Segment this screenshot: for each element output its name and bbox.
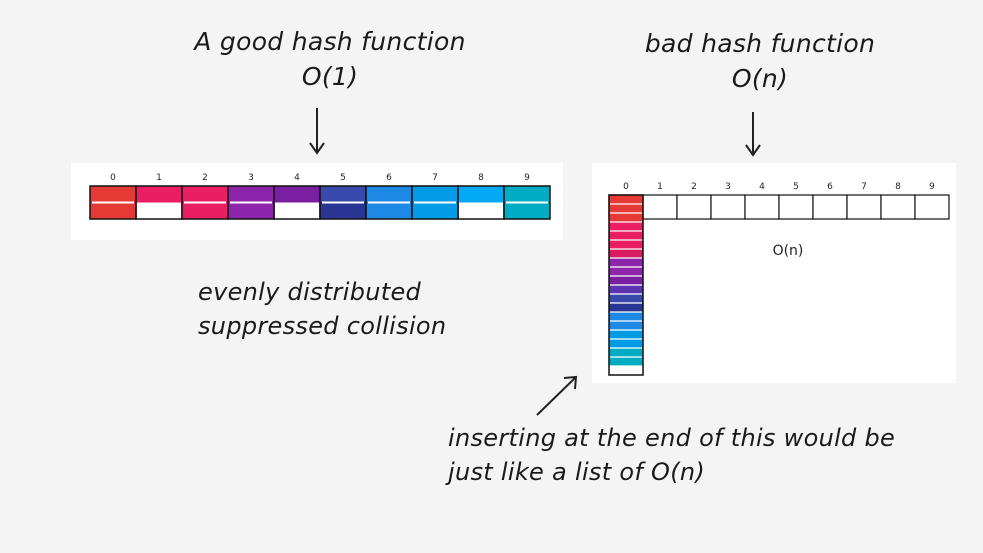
bucket-entry — [366, 186, 412, 203]
good-hash-complexity: O(1) — [301, 62, 359, 91]
bad-bucket — [642, 194, 678, 220]
good-down-arrow — [309, 108, 325, 155]
bucket-entry — [274, 186, 320, 203]
bad-bucket — [812, 194, 848, 220]
bucket-entry — [228, 186, 274, 203]
good-bucket — [319, 185, 367, 220]
bucket-entry — [458, 186, 504, 203]
stacked-entry — [609, 366, 643, 375]
bad-index-label: 1 — [657, 182, 663, 192]
good-index-label: 5 — [340, 173, 346, 183]
stacked-entry — [609, 276, 643, 285]
stacked-entry — [609, 303, 643, 312]
good-index-label: 3 — [248, 173, 254, 183]
bucket-entry — [320, 186, 366, 203]
good-index-label: 9 — [524, 173, 530, 183]
stacked-entry — [609, 222, 643, 231]
bad-caption-line1: inserting at the end of this would be — [448, 424, 896, 452]
bad-hash-title: bad hash function O(n) — [560, 26, 960, 96]
stacked-entry — [609, 240, 643, 249]
good-index-label: 2 — [202, 173, 208, 183]
bucket-entry — [504, 186, 550, 203]
bad-bucket — [914, 194, 950, 220]
bucket-entry — [90, 186, 136, 203]
bucket-entry — [504, 202, 550, 219]
stacked-entry — [609, 249, 643, 258]
good-bucket — [273, 185, 321, 220]
stacked-entry — [609, 258, 643, 267]
stacked-entry — [609, 330, 643, 339]
bad-bucket — [880, 194, 916, 220]
bad-complexity-label: O(n) — [773, 243, 804, 259]
good-caption-line1: evenly distributed — [198, 278, 422, 306]
good-index-label: 6 — [386, 173, 392, 183]
good-index-label: 1 — [156, 173, 162, 183]
bad-bucket — [744, 194, 780, 220]
good-bucket — [411, 185, 459, 220]
caption-pointer-arrow — [536, 375, 578, 416]
stacked-entry — [609, 339, 643, 348]
stacked-entry — [609, 204, 643, 213]
bucket-entry — [412, 186, 458, 203]
stacked-entry — [609, 357, 643, 366]
good-hash-caption: evenly distributed suppressed collision — [198, 276, 538, 343]
bad-index-label: 7 — [861, 182, 867, 192]
bad-index-label: 8 — [895, 182, 901, 192]
bucket-border — [503, 185, 551, 220]
bad-index-label: 6 — [827, 182, 833, 192]
good-bucket — [89, 185, 137, 220]
bad-down-arrow — [745, 112, 761, 157]
bad-hash-title-line1: bad hash function — [644, 29, 876, 58]
bad-hash-caption: inserting at the end of this would be ju… — [448, 422, 978, 489]
good-index-label: 8 — [478, 173, 484, 183]
bucket-entry — [136, 186, 182, 203]
bucket-entry — [320, 202, 366, 219]
bad-bucket — [778, 194, 814, 220]
good-hash-table: 0 1 2 3 4 5 6 7 8 9 — [89, 173, 551, 220]
stacked-entry — [609, 213, 643, 222]
bucket-entry — [366, 202, 412, 219]
good-index-label: 4 — [294, 173, 300, 183]
good-hash-title-line1: A good hash function — [194, 27, 466, 56]
bucket-entry — [90, 202, 136, 219]
bucket-entry — [182, 202, 228, 219]
bad-bucket — [846, 194, 882, 220]
good-bucket — [503, 185, 551, 220]
stacked-entry — [609, 294, 643, 303]
bad-hash-table-panel: O(n) 0 1 2 3 4 5 6 7 8 9 — [592, 163, 956, 383]
bad-bucket — [710, 194, 746, 220]
bucket-entry — [412, 202, 458, 219]
stacked-entry — [609, 231, 643, 240]
good-bucket — [181, 185, 229, 220]
bad-index-label: 2 — [691, 182, 697, 192]
stacked-entry — [609, 348, 643, 357]
good-index-label: 0 — [110, 173, 116, 183]
bad-index-label: 3 — [725, 182, 731, 192]
good-caption-line2: suppressed collision — [198, 311, 447, 340]
bad-index-label: 4 — [759, 182, 765, 192]
good-bucket — [135, 185, 183, 220]
stacked-entry — [609, 195, 643, 204]
collision-stack — [608, 194, 644, 376]
bad-index-label: 0 — [623, 182, 629, 192]
bad-bucket — [676, 194, 712, 220]
bad-hash-complexity: O(n) — [731, 64, 789, 93]
bucket-entry — [182, 186, 228, 203]
bad-index-label: 5 — [793, 182, 799, 192]
bucket-entry — [228, 202, 274, 219]
good-hash-title: A good hash function O(1) — [130, 24, 530, 94]
stacked-entry — [609, 267, 643, 276]
stacked-entry — [609, 285, 643, 294]
good-bucket — [365, 185, 413, 220]
bad-index-label: 9 — [929, 182, 935, 192]
bad-caption-line2: just like a list of O(n) — [448, 457, 706, 486]
good-bucket — [457, 185, 505, 220]
stacked-entry — [609, 321, 643, 330]
good-bucket — [227, 185, 275, 220]
good-hash-table-panel: 0 1 2 3 4 5 6 7 8 9 — [71, 163, 563, 240]
stacked-entry — [609, 312, 643, 321]
bad-hash-table: O(n) 0 1 2 3 4 5 6 7 8 9 — [608, 182, 950, 376]
stack-border — [608, 194, 644, 376]
good-index-label: 7 — [432, 173, 438, 183]
